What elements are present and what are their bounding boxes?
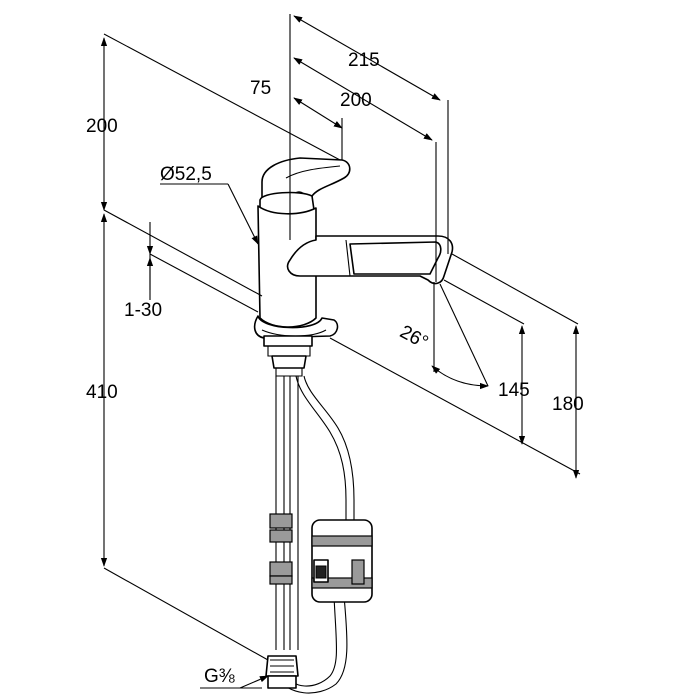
label-overall-reach: 215 [348, 50, 380, 71]
dimension-labels: 215 200 75 200 Ø52,5 1-30 410 145 180 26… [86, 50, 584, 687]
dim-line-75 [293, 97, 343, 129]
faucet [253, 157, 454, 694]
label-body-diameter: Ø52,5 [160, 164, 212, 185]
label-lever-reach: 75 [250, 78, 271, 99]
pull-out-hose [295, 375, 347, 520]
dim-line-200-reach [293, 57, 433, 141]
extension-lines [103, 14, 581, 661]
label-swivel-angle: 26° [396, 322, 431, 354]
dim-arc-26 [431, 365, 489, 390]
label-spout-outlet-height: 145 [498, 380, 530, 401]
label-total-spout-height: 180 [552, 394, 584, 415]
label-connection-thread: G⅜ [204, 666, 235, 687]
dimension-lines [100, 15, 580, 689]
label-counter-thickness: 1-30 [124, 300, 162, 321]
label-spout-reach: 200 [340, 90, 372, 111]
hose-weight [311, 519, 373, 603]
dim-leader-thread [239, 675, 269, 689]
label-height-above-deck: 200 [86, 116, 118, 137]
label-installation-depth: 410 [86, 382, 118, 403]
dim-leader-diameter [227, 183, 259, 245]
